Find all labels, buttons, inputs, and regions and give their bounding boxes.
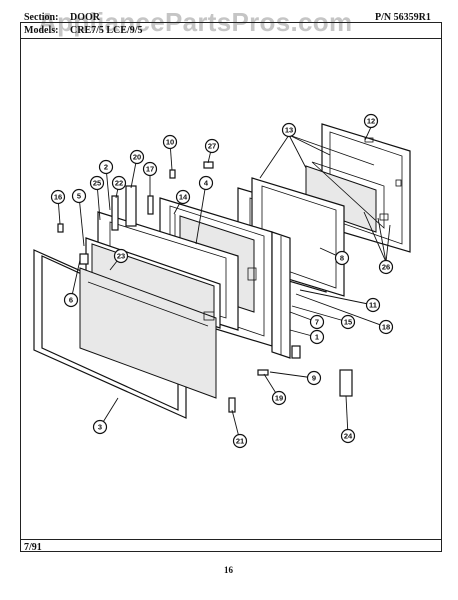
- callout-1: 1: [309, 329, 325, 345]
- svg-text:6: 6: [69, 296, 73, 305]
- svg-text:16: 16: [54, 193, 62, 202]
- svg-text:1: 1: [315, 333, 319, 342]
- svg-text:3: 3: [98, 423, 102, 432]
- diagram-frame: [20, 22, 442, 552]
- models-value: CRE7/5 LCE/9/5: [70, 25, 143, 36]
- callout-24: 24: [340, 428, 356, 444]
- svg-text:27: 27: [208, 142, 216, 151]
- callout-20: 20: [129, 149, 145, 165]
- callout-18: 18: [378, 319, 394, 335]
- svg-text:21: 21: [236, 437, 244, 446]
- callout-8: 8: [334, 250, 350, 266]
- section-value: DOOR: [70, 12, 100, 23]
- svg-text:23: 23: [117, 252, 125, 261]
- footer-date: 7/91: [24, 542, 42, 553]
- svg-text:13: 13: [285, 126, 293, 135]
- callout-2: 2: [98, 159, 114, 175]
- callout-3: 3: [92, 419, 108, 435]
- callout-26: 26: [378, 259, 394, 275]
- callout-14: 14: [175, 189, 191, 205]
- footer-divider: [20, 539, 442, 540]
- callout-19: 19: [271, 390, 287, 406]
- outer-glass-part: [79, 267, 217, 399]
- callout-9: 9: [306, 370, 322, 386]
- callout-5: 5: [71, 188, 87, 204]
- svg-text:12: 12: [367, 117, 375, 126]
- svg-text:26: 26: [382, 263, 390, 272]
- svg-text:15: 15: [344, 318, 352, 327]
- svg-text:18: 18: [382, 323, 390, 332]
- callout-16: 16: [50, 189, 66, 205]
- svg-text:14: 14: [179, 193, 188, 202]
- callout-15: 15: [340, 314, 356, 330]
- svg-text:4: 4: [204, 179, 209, 188]
- callout-6: 6: [63, 292, 79, 308]
- svg-text:7: 7: [315, 318, 319, 327]
- callout-4: 4: [198, 175, 214, 191]
- svg-text:19: 19: [275, 394, 283, 403]
- callout-13: 13: [281, 122, 297, 138]
- callout-22: 22: [111, 175, 127, 191]
- svg-text:25: 25: [93, 179, 101, 188]
- svg-text:22: 22: [115, 179, 123, 188]
- callout-27: 27: [204, 138, 220, 154]
- callout-7: 7: [309, 314, 325, 330]
- header-divider: [20, 38, 442, 39]
- callout-12: 12: [363, 113, 379, 129]
- callout-10: 10: [162, 134, 178, 150]
- part-number: P/N 56359R1: [375, 12, 431, 23]
- svg-text:17: 17: [146, 165, 154, 174]
- svg-text:20: 20: [133, 153, 141, 162]
- svg-text:24: 24: [344, 432, 353, 441]
- callout-23: 23: [113, 248, 129, 264]
- page-number: 16: [224, 565, 233, 575]
- svg-text:9: 9: [312, 374, 316, 383]
- callout-21: 21: [232, 433, 248, 449]
- section-label: Section:: [24, 12, 59, 23]
- callout-11: 11: [365, 297, 381, 313]
- models-label: Models:: [24, 25, 59, 36]
- svg-text:8: 8: [340, 254, 344, 263]
- small-hardware-parts: [57, 161, 353, 413]
- svg-text:10: 10: [166, 138, 174, 147]
- svg-text:2: 2: [104, 163, 108, 172]
- callout-17: 17: [142, 161, 158, 177]
- callout-25: 25: [89, 175, 105, 191]
- svg-text:5: 5: [77, 192, 81, 201]
- svg-text:11: 11: [369, 301, 377, 310]
- side-channel-part: [271, 231, 291, 359]
